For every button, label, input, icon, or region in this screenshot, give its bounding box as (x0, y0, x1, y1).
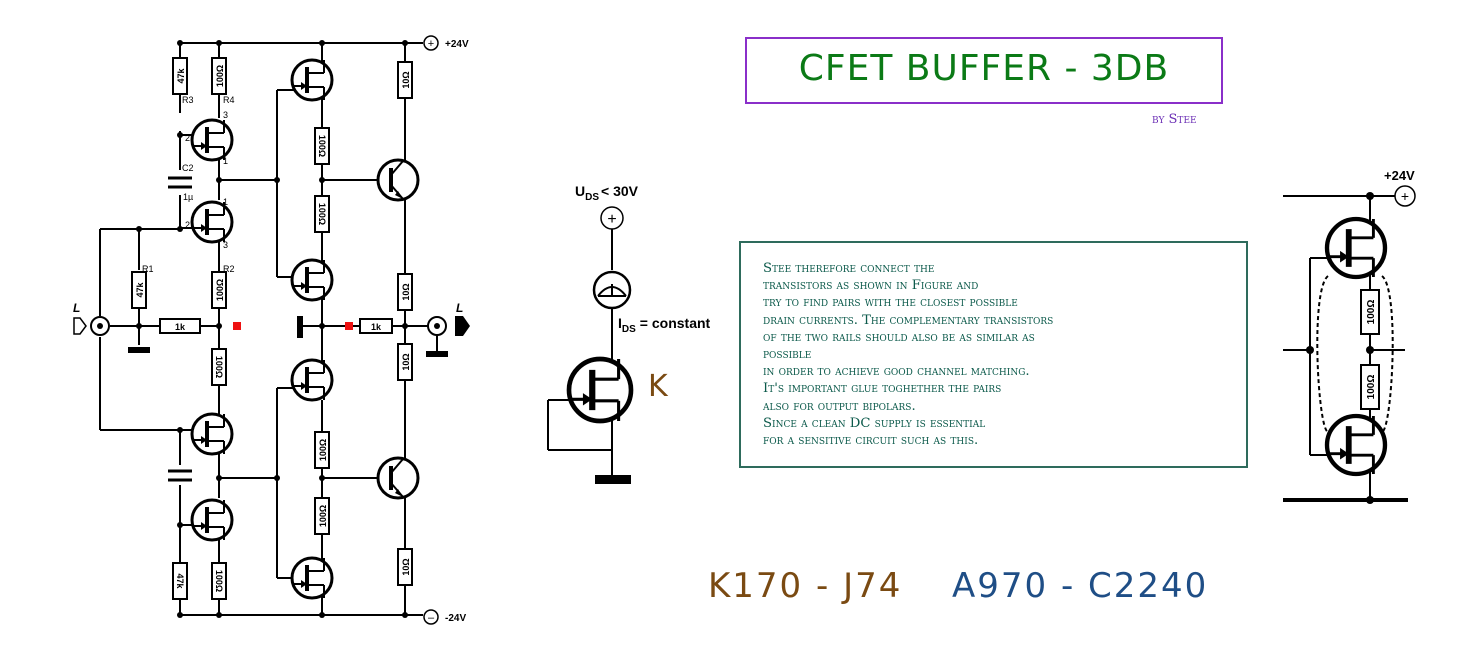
resistor-1k-input (159, 318, 201, 334)
jfet-q5 (290, 58, 334, 102)
pin-label: 3 (223, 110, 228, 120)
r2-value: 100Ω (215, 279, 225, 301)
jfet-pair-top (1327, 219, 1385, 277)
supply-pos-label: +24V (445, 39, 469, 50)
r1-name: R1 (142, 264, 154, 274)
ground-symbols (128, 316, 448, 357)
r-in-value: 1k (175, 322, 186, 332)
bjt-part-numbers: A970 - C2240 (952, 566, 1209, 606)
plus-icon: + (607, 211, 616, 228)
description-line: try to find pairs with the closest possi… (763, 295, 1018, 311)
fet-part-numbers: K170 - J74 (708, 566, 903, 606)
pair-supply-terminal (1394, 185, 1416, 207)
r3-name: R3 (182, 95, 194, 105)
pair-supply-label: +24V (1384, 168, 1415, 183)
r-bottom-47k-value: 47k (175, 573, 185, 589)
constant-current-circuit: + UDS< 30V IDS= constant (547, 183, 711, 484)
r10c-value: 10Ω (401, 353, 411, 370)
rc4-value: 100Ω (318, 505, 328, 527)
description-line: transistors as shown in Figure and (763, 278, 979, 294)
page-title: CFET BUFFER - 3DB (798, 48, 1170, 89)
description-line: drain currents. The complementary transi… (763, 312, 1054, 328)
r4-value: 100Ω (215, 65, 225, 87)
bjt-output-top (376, 158, 420, 202)
jfet-q1 (190, 118, 234, 162)
r1-value: 47k (135, 282, 145, 298)
r10b-value: 10Ω (401, 283, 411, 300)
description-line: of the two rails should also be as simil… (763, 329, 1035, 345)
capacitor-c2 (168, 176, 192, 189)
ground-bar (595, 475, 631, 484)
jfet-q6 (290, 258, 334, 302)
jfet-q3 (190, 412, 234, 456)
output-jack (427, 316, 470, 336)
resistor-pair-top (1360, 289, 1380, 335)
uds-limit: < 30V (601, 183, 639, 199)
junction-dots (136, 40, 408, 618)
byline: by Stee (1152, 112, 1197, 127)
pin-label: 1 (223, 156, 228, 166)
rc1-value: 100Ω (317, 135, 327, 157)
input-jack (73, 316, 110, 336)
pin-label: 3 (223, 240, 228, 250)
uds-label: U (575, 183, 585, 199)
pin-label: 2 (185, 133, 190, 143)
uds-sub: DS (585, 192, 599, 203)
r3-value: 47k (176, 68, 186, 84)
supply-neg-label: -24V (445, 613, 466, 624)
r-lower-value: 100Ω (214, 356, 224, 378)
description-line: possible (763, 347, 812, 363)
description-line: also for output bipolars. (763, 398, 916, 414)
resistor-pair-bottom (1360, 364, 1380, 410)
r10a-value: 10Ω (401, 71, 411, 88)
jfet-k (569, 359, 631, 421)
ids-label: I (618, 315, 622, 331)
pair-r-top-value: 100Ω (1366, 300, 1377, 325)
description-box: Stee therefore connect the transistors a… (739, 241, 1248, 468)
svg-text:IDS= constant: IDS = constant (618, 315, 711, 335)
ids-text: = constant (640, 315, 711, 331)
pin-label: 1 (223, 197, 228, 207)
plus-icon: + (428, 38, 434, 50)
red-marker-left (233, 322, 241, 330)
jfet-q7 (290, 358, 334, 402)
pair-r-bottom-value: 100Ω (1366, 375, 1377, 400)
jfet-pair-bottom (1327, 416, 1385, 474)
fet-type-label: K (648, 369, 668, 404)
output-label: L (456, 301, 463, 315)
title-box: CFET BUFFER - 3DB (745, 37, 1223, 104)
c2-name: C2 (182, 163, 194, 173)
capacitor-lower (168, 469, 192, 482)
c2-value: 1µ (183, 192, 193, 202)
description-line: Since a clean DC supply is essential (763, 415, 986, 431)
jfet-q8 (290, 556, 334, 600)
pair-junction-dots (1306, 192, 1374, 504)
r-out-value: 1k (371, 322, 382, 332)
jfet-q4 (190, 498, 234, 542)
description-line: for a sensitive circuit such as this. (763, 433, 979, 449)
plus-icon: + (1401, 188, 1409, 204)
rc2-value: 100Ω (317, 203, 327, 225)
input-label: L (73, 301, 80, 315)
bjt-output-bottom (376, 456, 420, 500)
description-text: Stee therefore connect the transistors a… (763, 260, 1243, 449)
pin-label: 2 (185, 220, 190, 230)
minus-icon: – (428, 612, 435, 624)
r4-name: R4 (223, 95, 235, 105)
description-line: It's important glue toghether the pairs (763, 381, 1002, 397)
description-line: in order to achieve good channel matchin… (763, 364, 1030, 380)
svg-text:UDS< 30V: UDS< 30V (575, 183, 639, 203)
r2-name: R2 (223, 264, 235, 274)
red-marker-right (345, 322, 353, 330)
ids-sub: DS (622, 324, 636, 335)
resistor-1k-output (359, 318, 393, 334)
r10d-value: 10Ω (401, 558, 411, 575)
rc3-value: 100Ω (318, 439, 328, 461)
r-bottom-100-value: 100Ω (214, 570, 224, 592)
description-line: Stee therefore connect the (763, 261, 935, 276)
jfet-q2 (190, 200, 234, 244)
